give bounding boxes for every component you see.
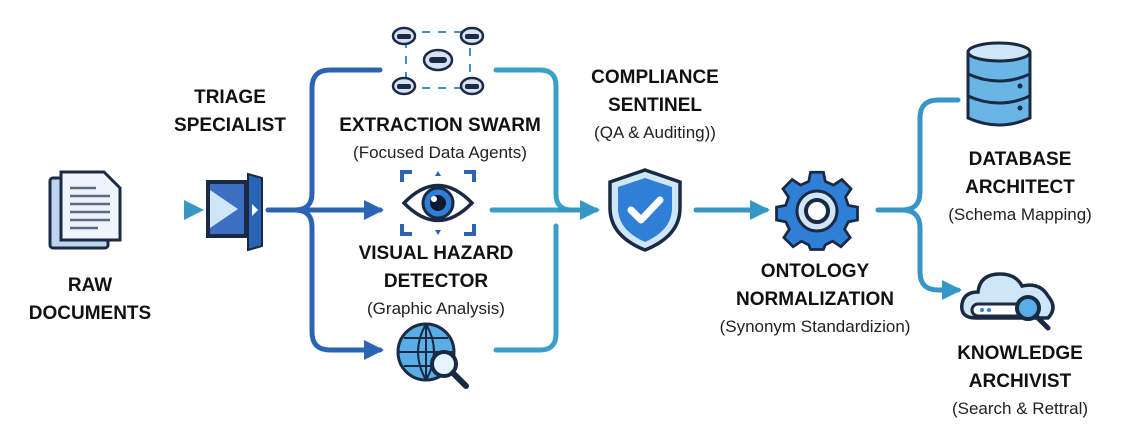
subtitle: (Graphic Analysis) <box>367 299 505 318</box>
raw-documents-label: RAW DOCUMENTS <box>29 272 151 328</box>
database-icon <box>966 41 1032 127</box>
globe-search-icon <box>396 322 469 389</box>
shield-check-icon <box>608 168 682 252</box>
title: ARCHITECT <box>965 177 1075 198</box>
title: EXTRACTION SWARM <box>339 115 541 136</box>
triage-door-icon <box>206 172 263 252</box>
title: VISUAL HAZARD <box>358 243 514 264</box>
subtitle: (Synonym Standardizion) <box>719 317 911 336</box>
subtitle: (Schema Mapping) <box>948 205 1092 224</box>
title: RAW <box>67 275 113 296</box>
subtitle: (Focused Data Agents) <box>353 143 527 162</box>
document-icon <box>48 170 122 250</box>
eye-icon <box>400 170 476 236</box>
subtitle: (QA & Auditing)) <box>594 123 716 142</box>
triage-label: TRIAGE SPECIALIST <box>174 84 286 140</box>
title: DOCUMENTS <box>28 303 152 324</box>
title: NORMALIZATION <box>736 289 894 310</box>
database-architect-label: DATABASE ARCHITECT (Schema Mapping) <box>948 146 1092 228</box>
ontology-normalization-label: ONTOLOGY NORMALIZATION (Synonym Standard… <box>720 258 911 340</box>
visual-hazard-label: VISUAL HAZARD DETECTOR (Graphic Analysis… <box>359 240 514 322</box>
branch-ontology <box>875 97 959 293</box>
robot-swarm-icon <box>391 26 485 96</box>
extraction-swarm-label: EXTRACTION SWARM (Focused Data Agents) <box>339 112 541 166</box>
gear-icon <box>775 170 859 251</box>
title: DATABASE <box>968 149 1072 170</box>
title: ARCHIVIST <box>968 371 1072 392</box>
title: ONTOLOGY <box>760 261 870 282</box>
title: DETECTOR <box>383 271 489 292</box>
title: KNOWLEDGE <box>957 343 1083 364</box>
title: SPECIALIST <box>174 115 286 136</box>
cloud-search-icon <box>960 272 1055 331</box>
title: COMPLIANCE <box>591 67 719 88</box>
title: TRIAGE <box>194 87 266 108</box>
knowledge-archivist-label: KNOWLEDGE ARCHIVIST (Search & Rettral) <box>952 340 1088 422</box>
subtitle: (Search & Rettral) <box>951 399 1089 418</box>
compliance-sentinel-label: COMPLIANCE SENTINEL (QA & Auditing)) <box>591 64 719 146</box>
title: SENTINEL <box>608 95 702 116</box>
